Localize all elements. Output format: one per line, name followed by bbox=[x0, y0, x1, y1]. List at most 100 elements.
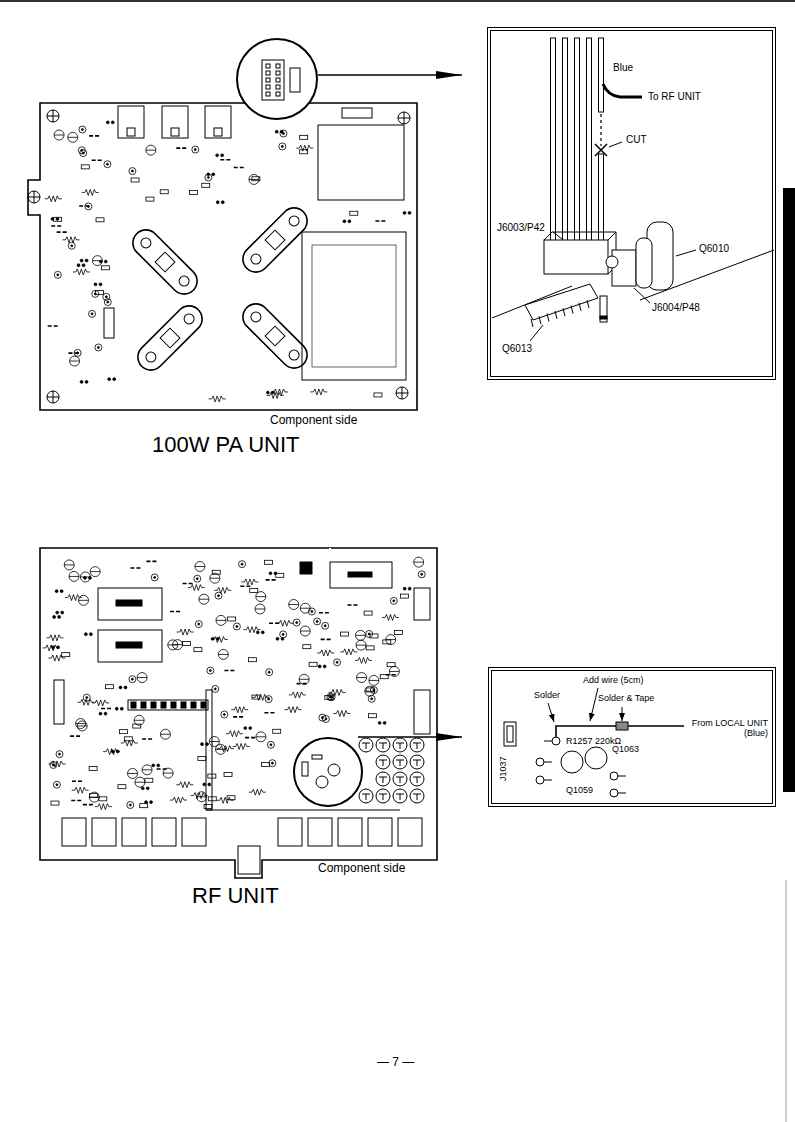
transistor-symbol bbox=[357, 673, 367, 683]
silk-mark bbox=[264, 712, 274, 714]
capacitor-symbol bbox=[334, 659, 341, 666]
via-dot bbox=[282, 633, 284, 635]
capacitor-symbol bbox=[127, 802, 134, 809]
transistor-symbol bbox=[209, 736, 219, 746]
via-dot bbox=[208, 783, 211, 786]
connector-label: J1037 bbox=[499, 756, 509, 781]
chip-resistor bbox=[300, 135, 308, 139]
transistor-flat bbox=[300, 631, 310, 632]
transistor-symbol bbox=[92, 256, 102, 266]
power-transistor bbox=[238, 299, 313, 374]
pointer-arrow bbox=[622, 707, 623, 721]
via-dot bbox=[261, 631, 264, 634]
resistor-symbol bbox=[296, 145, 313, 151]
capacitor-symbol bbox=[53, 781, 60, 788]
via-dot bbox=[348, 220, 351, 223]
tape-wrap bbox=[616, 722, 628, 730]
transistor-symbol bbox=[173, 640, 183, 650]
via-dot bbox=[53, 616, 56, 619]
chip-resistor bbox=[249, 658, 257, 662]
chip-resistor bbox=[227, 796, 235, 800]
capacitor-symbol bbox=[151, 574, 158, 581]
page-edge bbox=[0, 0, 795, 2]
transistor-flat bbox=[255, 608, 265, 609]
rf-detail-art bbox=[504, 688, 684, 797]
trimmer-slot bbox=[413, 760, 421, 766]
transistor-die bbox=[265, 326, 285, 346]
antenna-jack bbox=[238, 846, 260, 874]
connector-pin bbox=[575, 38, 580, 242]
connector-housing bbox=[612, 250, 636, 286]
chip-resistor bbox=[62, 653, 70, 657]
transistor-symbol bbox=[54, 130, 64, 140]
via-dot bbox=[249, 727, 252, 730]
transistor-symbol bbox=[76, 719, 86, 729]
transistor-symbol bbox=[142, 765, 152, 775]
ic-pin bbox=[531, 319, 533, 327]
connector-pin bbox=[276, 78, 280, 82]
via-dot bbox=[270, 744, 272, 746]
ic-package bbox=[330, 562, 392, 588]
transistor-flat bbox=[90, 571, 100, 572]
heat-tab bbox=[118, 106, 144, 138]
transistor-flat bbox=[389, 671, 399, 672]
resistor-symbol bbox=[45, 196, 62, 202]
resistor-symbol bbox=[233, 743, 250, 749]
board-outline bbox=[28, 103, 417, 410]
mount-cross bbox=[47, 391, 59, 403]
via-dot bbox=[56, 218, 59, 221]
transistor-die bbox=[265, 230, 285, 250]
mount-cross bbox=[396, 387, 408, 399]
via-dot bbox=[209, 670, 211, 672]
transistor-symbol bbox=[80, 572, 90, 582]
chip-resistor bbox=[160, 190, 168, 194]
via-dot bbox=[216, 201, 219, 204]
via-dot bbox=[56, 784, 58, 786]
transistor-symbol bbox=[135, 777, 145, 787]
transistor-die bbox=[160, 328, 180, 348]
capacitor-symbol bbox=[79, 126, 86, 133]
capacitor-symbol bbox=[319, 714, 326, 721]
resistor-symbol bbox=[211, 637, 228, 643]
via-dot bbox=[129, 804, 131, 806]
board-outline bbox=[40, 548, 437, 878]
via-dot bbox=[194, 149, 196, 151]
component-marks bbox=[45, 121, 411, 402]
transistor-symbol bbox=[197, 792, 207, 802]
ground-strip bbox=[206, 810, 400, 811]
capacitor-symbol bbox=[370, 687, 377, 694]
silk-mark bbox=[347, 604, 357, 606]
chip-resistor bbox=[374, 393, 382, 397]
chip-resistor bbox=[383, 640, 391, 644]
pin-row-pin bbox=[131, 702, 136, 708]
edge-connector bbox=[414, 588, 430, 620]
connector-pin bbox=[266, 64, 270, 68]
capacitor-symbol bbox=[280, 631, 287, 638]
chip-resistor bbox=[394, 631, 402, 635]
transistor-flat bbox=[299, 679, 309, 680]
transistor-flat bbox=[369, 680, 379, 681]
transistor-flat bbox=[249, 179, 259, 180]
trimmer-slot bbox=[396, 777, 404, 783]
mount-hole bbox=[47, 391, 59, 403]
trimmer-slot bbox=[379, 760, 387, 766]
connector-pin bbox=[276, 71, 280, 75]
magnifier-circle bbox=[294, 738, 362, 806]
silk-mark bbox=[170, 611, 180, 613]
chip-resistor bbox=[89, 794, 97, 798]
transistor-flat bbox=[289, 604, 299, 605]
capacitor-symbol bbox=[104, 299, 111, 306]
via-dot bbox=[212, 173, 215, 176]
transistor-symbol bbox=[199, 594, 209, 604]
ic-pin bbox=[563, 308, 565, 316]
connector-housing bbox=[544, 240, 608, 274]
power-transistor bbox=[238, 203, 313, 278]
transistor-screw bbox=[177, 274, 191, 288]
capacitor-symbol bbox=[233, 623, 240, 630]
wire-note: Add wire (5cm) bbox=[583, 676, 644, 686]
ic-marking bbox=[116, 600, 142, 606]
transistor-symbol bbox=[561, 751, 583, 773]
trimmer-symbol bbox=[410, 755, 424, 769]
pin-row-pin bbox=[191, 702, 196, 708]
transistor-flat bbox=[80, 576, 90, 577]
